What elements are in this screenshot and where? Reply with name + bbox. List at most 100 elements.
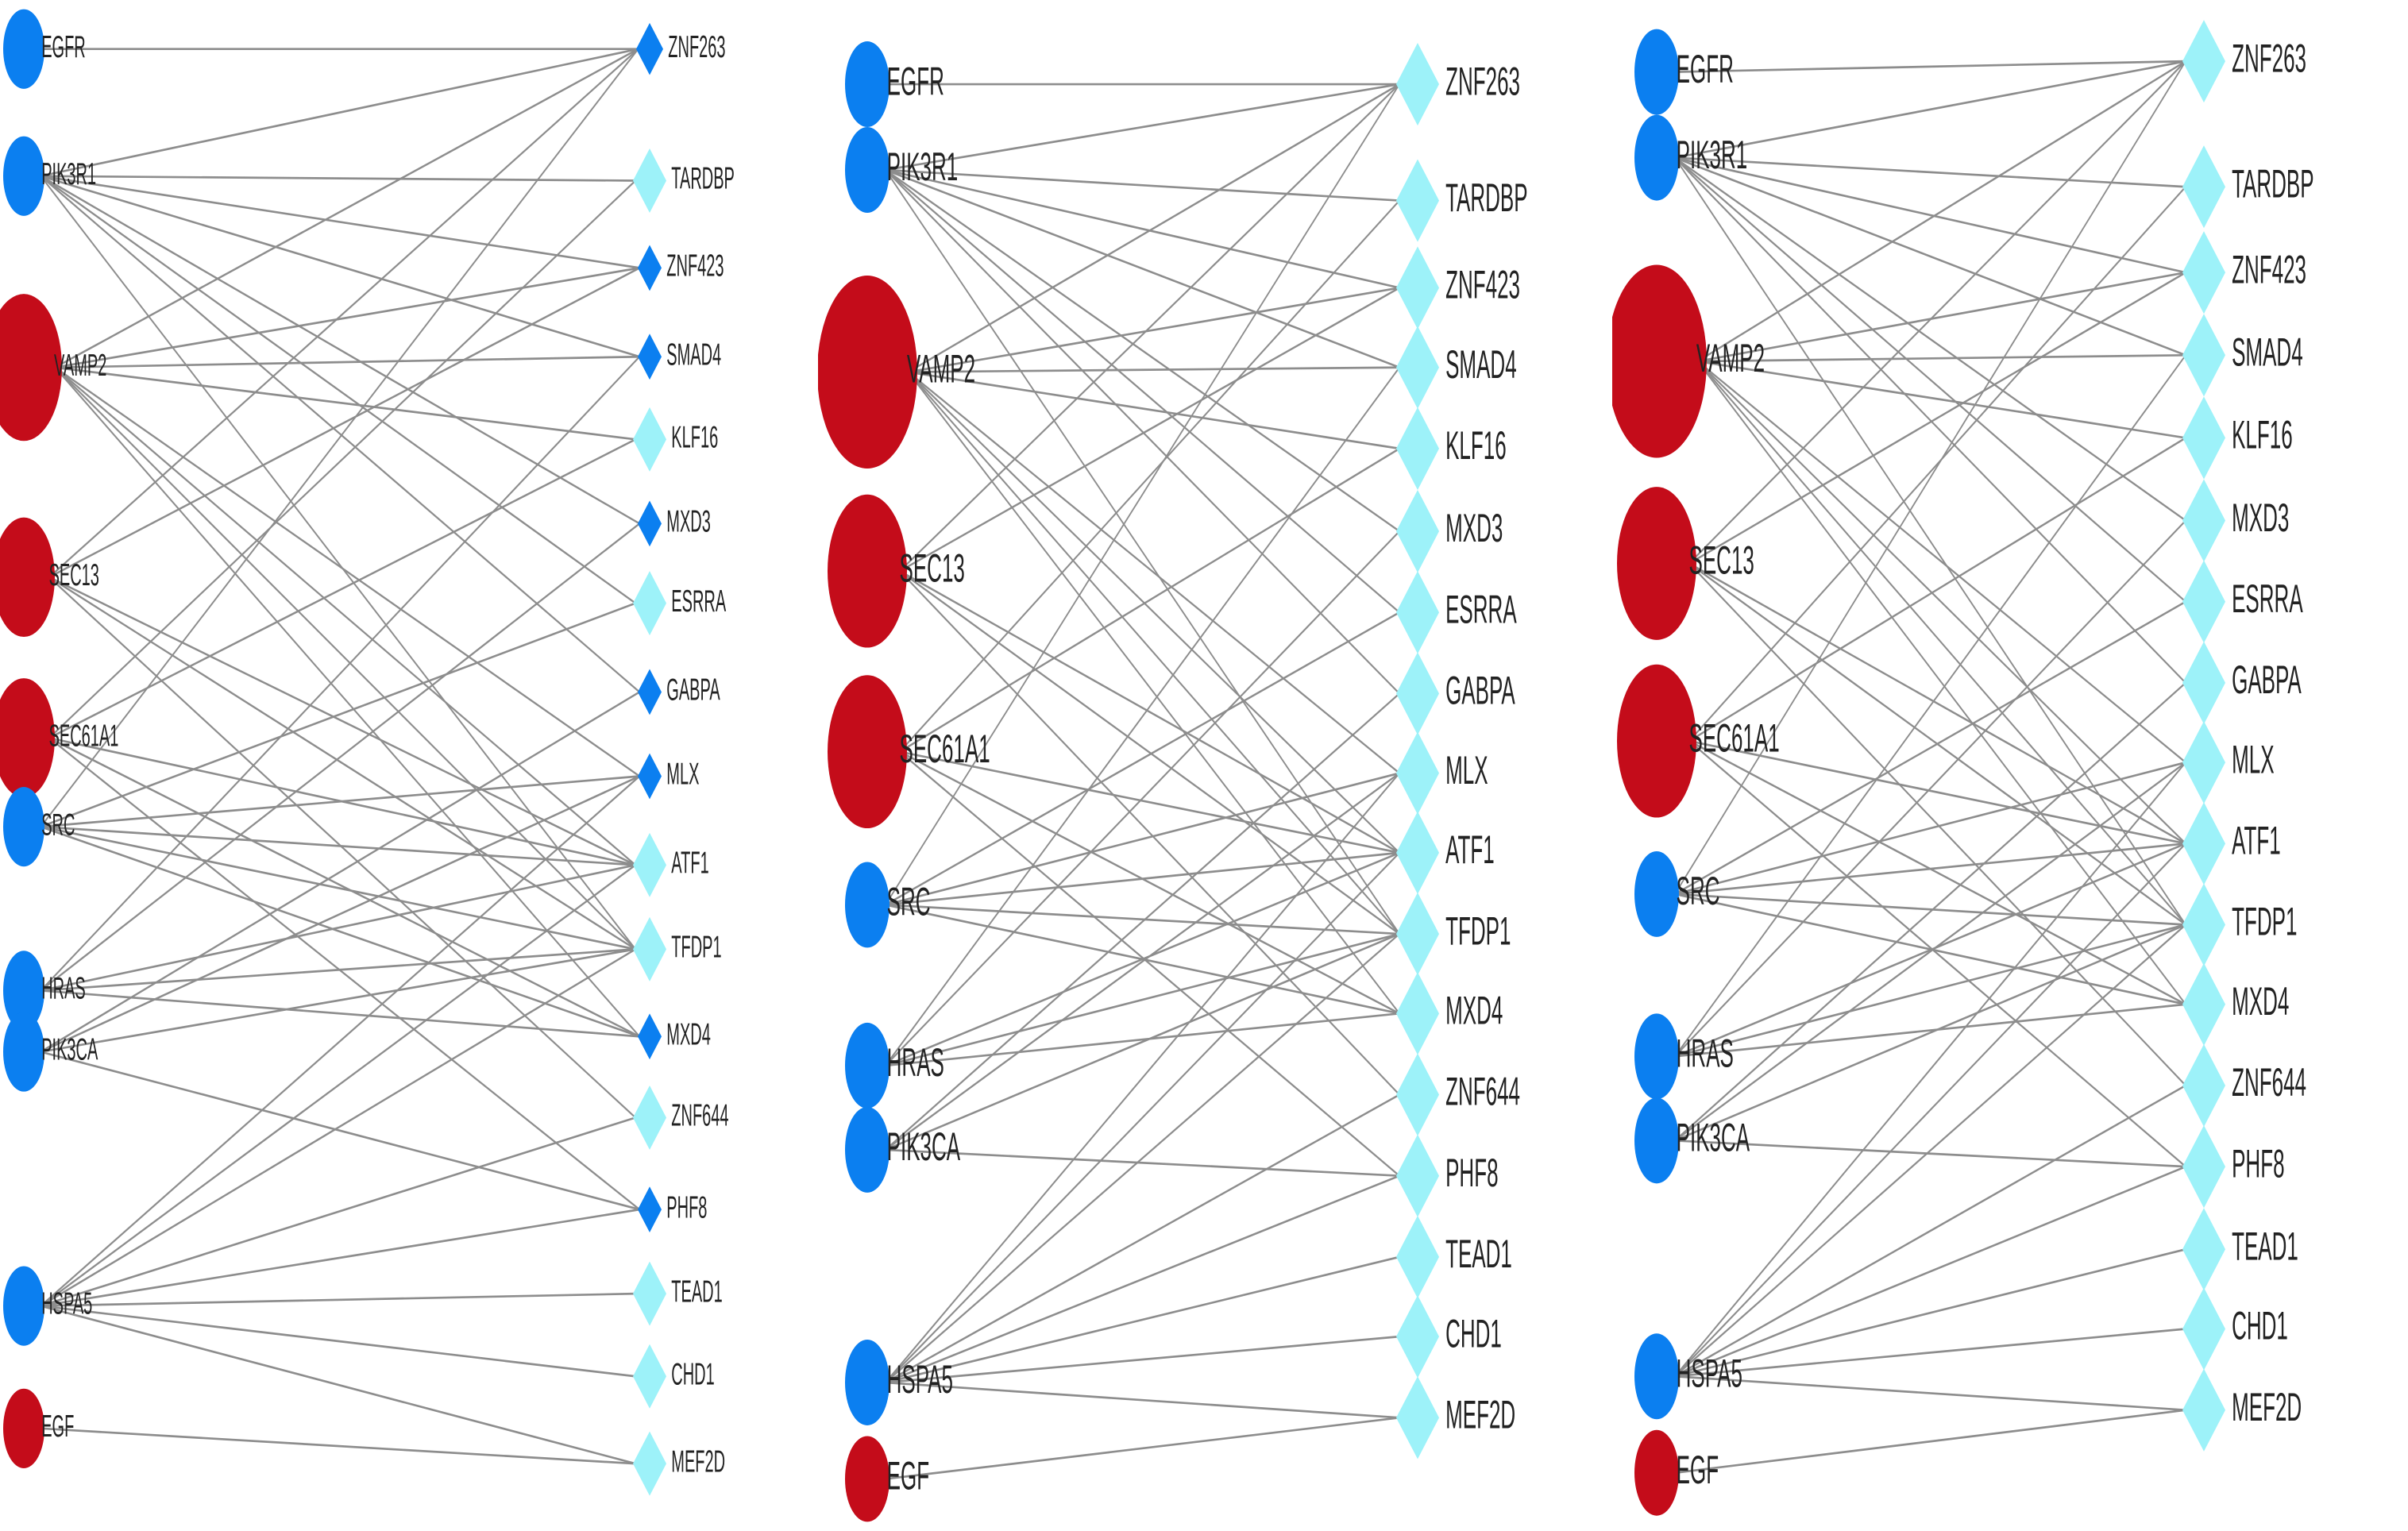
target-node-phf8[interactable] bbox=[638, 1186, 662, 1233]
source-node-hspa5[interactable] bbox=[1634, 1333, 1679, 1420]
source-label-hspa5: HSPA5 bbox=[1677, 1352, 1742, 1396]
target-label-chd1: CHD1 bbox=[671, 1356, 714, 1391]
target-node-tead1[interactable] bbox=[633, 1261, 666, 1326]
source-label-egfr: EGFR bbox=[887, 60, 944, 103]
target-label-mxd3: MXD3 bbox=[1445, 507, 1503, 550]
edge-layer bbox=[1674, 60, 2186, 1475]
source-node-sec61a1[interactable] bbox=[828, 675, 907, 829]
target-node-gabpa[interactable] bbox=[2182, 641, 2225, 724]
target-node-znf423[interactable] bbox=[2182, 231, 2225, 314]
source-node-src[interactable] bbox=[845, 862, 889, 948]
target-node-atf1[interactable] bbox=[2182, 802, 2225, 885]
edge-PIK3R1-GABPA bbox=[885, 168, 1400, 695]
source-node-pik3ca[interactable] bbox=[1634, 1097, 1679, 1184]
target-node-mlx[interactable] bbox=[2182, 721, 2225, 804]
target-node-smad4[interactable] bbox=[2182, 314, 2225, 397]
edge-PIK3R1-ZNF263 bbox=[1674, 60, 2186, 159]
edge-HSPA5-ATF1 bbox=[885, 851, 1400, 1384]
source-label-pik3r1: PIK3R1 bbox=[41, 156, 96, 191]
target-node-znf263[interactable] bbox=[2182, 20, 2225, 103]
target-node-mxd4[interactable] bbox=[638, 1013, 662, 1060]
target-node-chd1[interactable] bbox=[1396, 1295, 1439, 1379]
target-node-klf16[interactable] bbox=[2182, 396, 2225, 480]
target-node-chd1[interactable] bbox=[633, 1344, 666, 1409]
target-node-mxd4[interactable] bbox=[2182, 962, 2225, 1046]
source-node-src[interactable] bbox=[3, 786, 44, 867]
target-node-tead1[interactable] bbox=[2182, 1208, 2225, 1291]
source-node-egf[interactable] bbox=[1634, 1429, 1679, 1516]
source-node-sec13[interactable] bbox=[828, 494, 907, 648]
target-node-znf644[interactable] bbox=[2182, 1043, 2225, 1128]
target-label-chd1: CHD1 bbox=[2232, 1305, 2288, 1348]
target-node-mef2d[interactable] bbox=[1396, 1376, 1439, 1460]
target-node-mef2d[interactable] bbox=[2182, 1368, 2225, 1452]
source-node-egfr[interactable] bbox=[1634, 29, 1679, 115]
source-node-egfr[interactable] bbox=[3, 9, 44, 89]
source-label-hras: HRAS bbox=[1677, 1032, 1734, 1076]
edge-PIK3R1-ZNF423 bbox=[885, 168, 1400, 289]
target-node-mxd4[interactable] bbox=[1396, 972, 1439, 1055]
source-node-egf[interactable] bbox=[3, 1388, 44, 1468]
source-node-vamp2[interactable] bbox=[0, 294, 62, 442]
target-node-tardbp[interactable] bbox=[1396, 159, 1439, 242]
target-node-gabpa[interactable] bbox=[1396, 652, 1439, 735]
target-node-znf263[interactable] bbox=[1396, 42, 1439, 126]
target-node-phf8[interactable] bbox=[2182, 1125, 2225, 1209]
source-node-hras[interactable] bbox=[3, 951, 44, 1031]
target-node-tardbp[interactable] bbox=[633, 148, 666, 213]
edge-VAMP2-MXD4 bbox=[55, 366, 640, 1038]
edge-SRC-MLX bbox=[885, 772, 1400, 906]
source-node-sec13[interactable] bbox=[0, 517, 55, 638]
target-node-mxd3[interactable] bbox=[2182, 479, 2225, 562]
edge-PIK3CA-GABPA bbox=[1674, 681, 2186, 1142]
target-node-znf644[interactable] bbox=[633, 1085, 666, 1150]
target-node-atf1[interactable] bbox=[1396, 811, 1439, 894]
source-node-vamp2[interactable] bbox=[1612, 264, 1707, 458]
source-node-pik3r1[interactable] bbox=[1634, 114, 1679, 201]
source-node-hspa5[interactable] bbox=[3, 1266, 44, 1346]
source-node-pik3ca[interactable] bbox=[845, 1106, 889, 1193]
target-node-mlx[interactable] bbox=[1396, 731, 1439, 815]
target-node-tfdp1[interactable] bbox=[1396, 893, 1439, 976]
target-node-esrra[interactable] bbox=[633, 571, 666, 636]
target-node-mlx[interactable] bbox=[638, 753, 662, 800]
target-node-phf8[interactable] bbox=[1396, 1134, 1439, 1217]
source-node-pik3r1[interactable] bbox=[3, 136, 44, 216]
source-node-sec61a1[interactable] bbox=[1617, 664, 1696, 818]
target-node-mxd3[interactable] bbox=[638, 500, 662, 547]
source-node-hras[interactable] bbox=[1634, 1013, 1679, 1100]
source-node-pik3ca[interactable] bbox=[3, 1012, 44, 1092]
target-node-klf16[interactable] bbox=[1396, 407, 1439, 490]
target-node-tardbp[interactable] bbox=[2182, 145, 2225, 229]
target-label-klf16: KLF16 bbox=[2232, 414, 2293, 457]
target-node-tfdp1[interactable] bbox=[633, 916, 666, 981]
target-node-znf423[interactable] bbox=[1396, 246, 1439, 330]
source-node-hras[interactable] bbox=[845, 1022, 889, 1109]
target-label-atf1: ATF1 bbox=[671, 845, 708, 880]
target-node-tead1[interactable] bbox=[1396, 1215, 1439, 1298]
target-node-znf644[interactable] bbox=[1396, 1053, 1439, 1136]
source-label-src: SRC bbox=[41, 807, 75, 842]
target-node-mef2d[interactable] bbox=[633, 1431, 666, 1496]
source-node-pik3r1[interactable] bbox=[845, 127, 889, 213]
edge-HSPA5-ZNF644 bbox=[885, 1093, 1400, 1384]
target-node-znf263[interactable] bbox=[636, 22, 663, 75]
target-node-smad4[interactable] bbox=[638, 334, 662, 380]
source-node-sec13[interactable] bbox=[1617, 487, 1696, 640]
target-node-atf1[interactable] bbox=[633, 832, 666, 897]
source-node-src[interactable] bbox=[1634, 850, 1679, 937]
target-node-klf16[interactable] bbox=[633, 407, 666, 472]
target-node-mxd3[interactable] bbox=[1396, 489, 1439, 573]
target-node-tfdp1[interactable] bbox=[2182, 883, 2225, 966]
source-node-egf[interactable] bbox=[845, 1436, 889, 1522]
source-node-vamp2[interactable] bbox=[818, 276, 917, 469]
source-node-egfr[interactable] bbox=[845, 41, 889, 128]
target-node-gabpa[interactable] bbox=[638, 669, 662, 715]
target-node-esrra[interactable] bbox=[2182, 560, 2225, 643]
source-node-sec61a1[interactable] bbox=[0, 678, 55, 798]
target-node-znf423[interactable] bbox=[638, 245, 662, 291]
target-node-chd1[interactable] bbox=[2182, 1287, 2225, 1371]
target-node-esrra[interactable] bbox=[1396, 571, 1439, 654]
source-node-hspa5[interactable] bbox=[845, 1340, 889, 1425]
target-node-smad4[interactable] bbox=[1396, 326, 1439, 409]
